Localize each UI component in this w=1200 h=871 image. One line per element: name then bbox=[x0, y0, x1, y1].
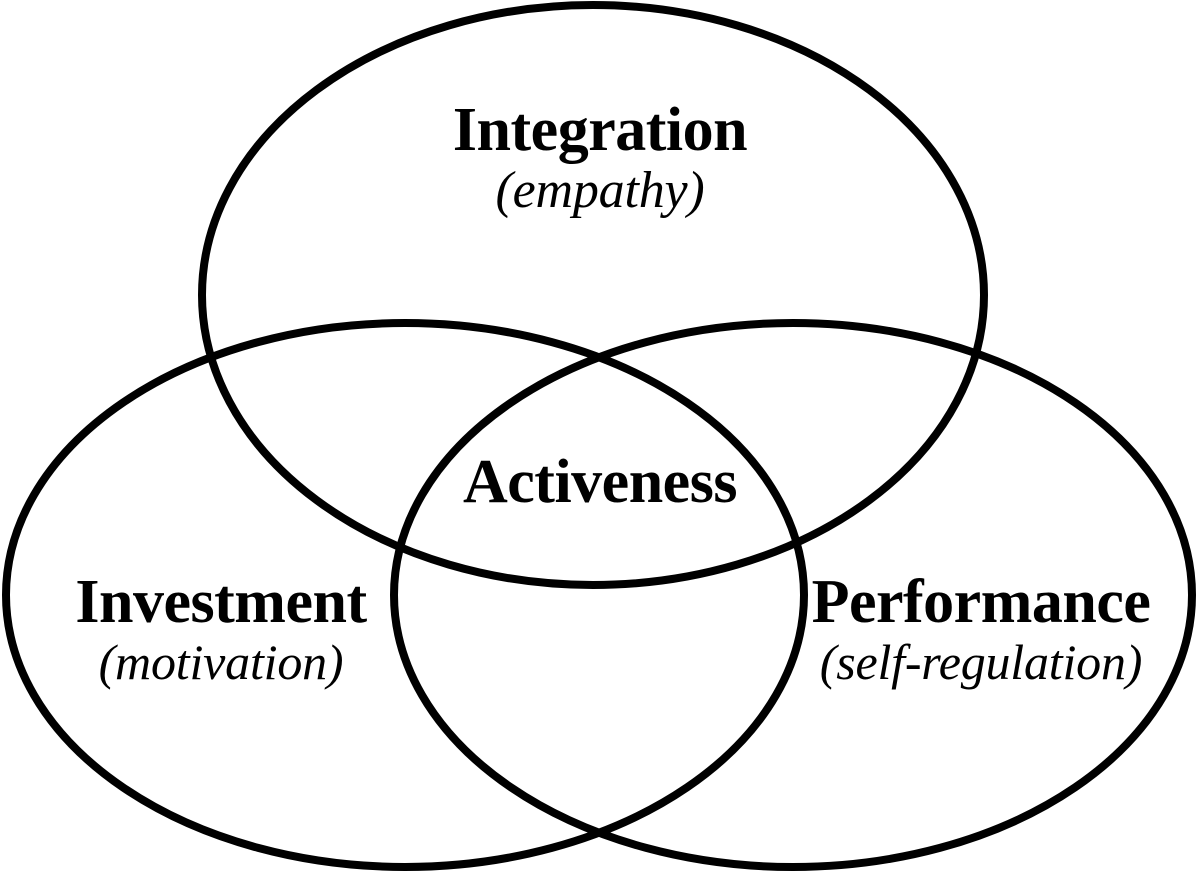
venn-ellipse-integration[interactable] bbox=[198, 1, 988, 589]
label-performance: Performance (self-regulation) bbox=[786, 568, 1176, 691]
label-integration-subtitle: (empathy) bbox=[495, 162, 705, 220]
venn-ellipse-performance[interactable] bbox=[390, 319, 1196, 871]
label-integration: Integration (empathy) bbox=[0, 98, 1200, 219]
label-integration-title: Integration bbox=[452, 96, 748, 164]
label-investment: Investment (motivation) bbox=[26, 568, 416, 691]
label-performance-subtitle: (self-regulation) bbox=[819, 634, 1143, 691]
label-investment-title: Investment bbox=[75, 568, 367, 636]
label-performance-title: Performance bbox=[811, 568, 1151, 636]
label-investment-subtitle: (motivation) bbox=[98, 634, 344, 691]
label-activeness: Activeness bbox=[0, 448, 1200, 516]
venn-ellipse-investment[interactable] bbox=[2, 319, 808, 871]
label-activeness-title: Activeness bbox=[463, 448, 737, 516]
